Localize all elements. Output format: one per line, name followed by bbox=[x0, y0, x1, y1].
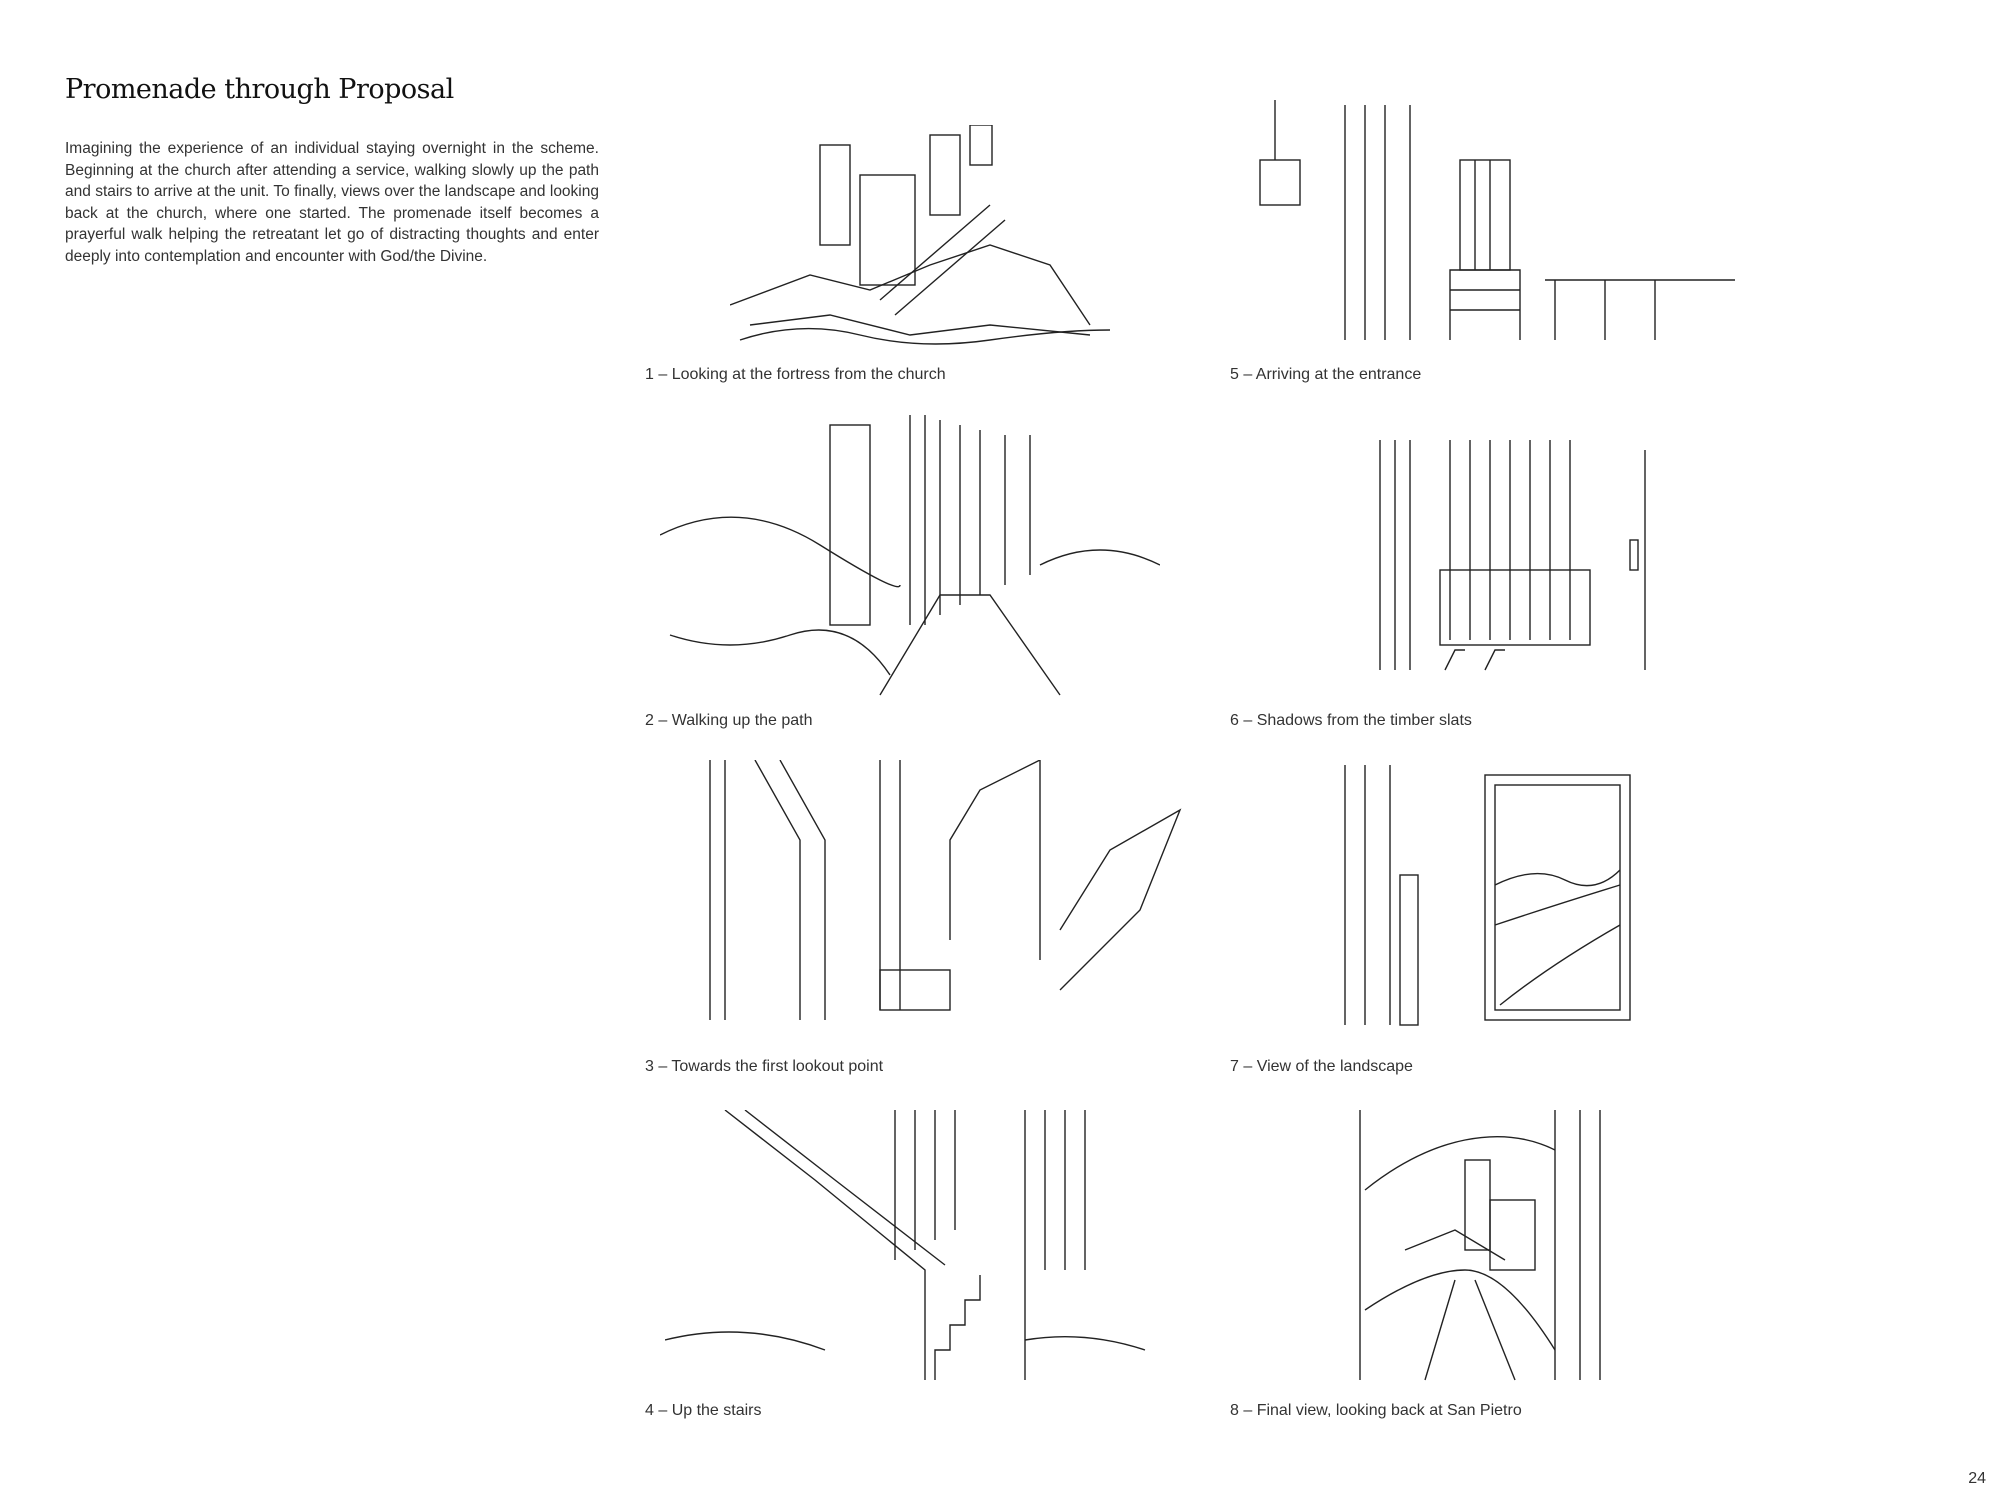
sketch-2-path bbox=[660, 415, 1180, 700]
sketch-7-caption: 7 – View of the landscape bbox=[1230, 1058, 1413, 1075]
sketch-1-fortress bbox=[730, 125, 1250, 350]
sketch-8-caption: 8 – Final view, looking back at San Piet… bbox=[1230, 1402, 1522, 1419]
sketch-2-caption: 2 – Walking up the path bbox=[645, 712, 813, 729]
sketch-3-lookout bbox=[660, 760, 1182, 1030]
sketch-4-stairs bbox=[665, 1110, 1185, 1380]
intro-paragraph: Imagining the experience of an individua… bbox=[65, 140, 599, 265]
sketch-4-caption: 4 – Up the stairs bbox=[645, 1402, 762, 1419]
sketch-3-caption: 3 – Towards the first lookout point bbox=[645, 1058, 884, 1075]
page-number: 24 bbox=[1968, 1470, 1986, 1487]
page-title: Promenade through Proposal bbox=[65, 74, 454, 105]
sketch-8-san-pietro bbox=[1345, 1110, 1865, 1385]
sketch-5-entrance bbox=[1245, 100, 1765, 345]
sketch-6-caption: 6 – Shadows from the timber slats bbox=[1230, 712, 1472, 729]
sketch-5-caption: 5 – Arriving at the entrance bbox=[1230, 366, 1422, 383]
sketch-7-landscape bbox=[1340, 765, 1860, 1035]
sketch-6-shadows bbox=[1375, 440, 1895, 675]
sketch-1-caption: 1 – Looking at the fortress from the chu… bbox=[645, 366, 946, 383]
